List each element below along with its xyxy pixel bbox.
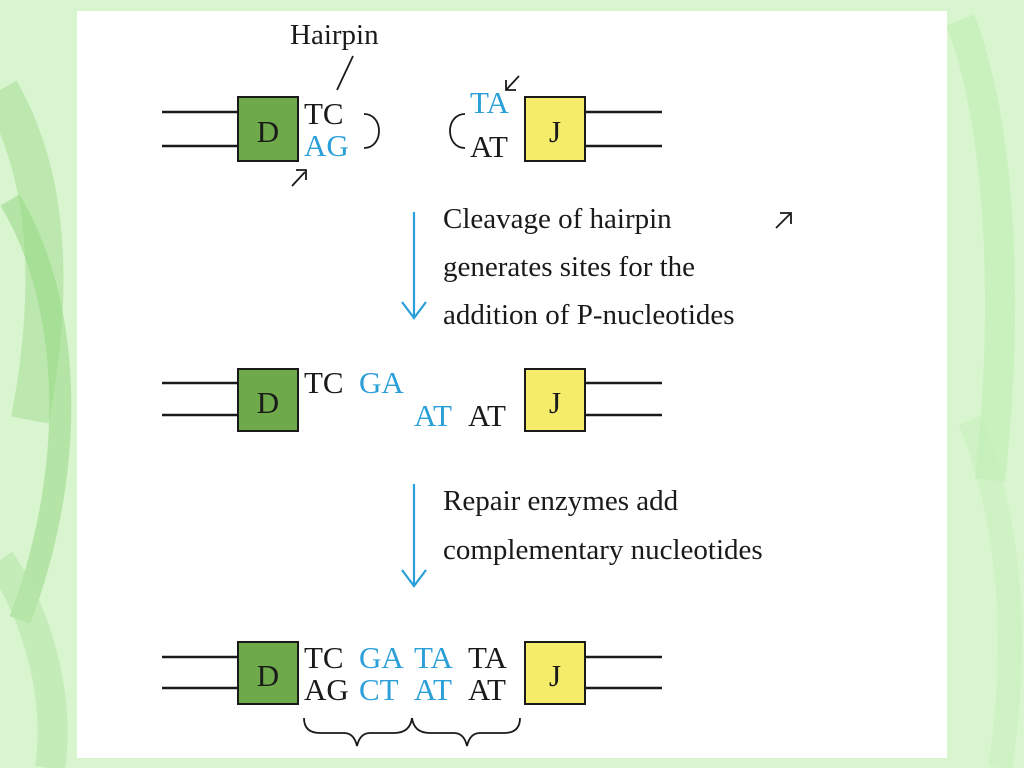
d-segment-label: D xyxy=(257,385,279,420)
step3-top-seq-4: TA xyxy=(468,640,507,675)
step3-bottom-seq-4: AT xyxy=(468,672,506,707)
p-nucleotide-brace-right xyxy=(411,717,521,747)
step2-d-blue-seq: GA xyxy=(359,365,404,400)
cleavage-arrow-icon xyxy=(775,212,792,229)
j-segment-label: J xyxy=(549,114,561,149)
step1-j-bottom-seq: AT xyxy=(470,129,508,164)
hairpin-loop-d xyxy=(363,113,380,149)
step2-j-blue-seq: AT xyxy=(414,398,452,433)
step1-d-top-seq: TC xyxy=(304,96,344,131)
step2-j-black-seq: AT xyxy=(468,398,506,433)
j-segment-box xyxy=(524,368,586,432)
step3-bottom-seq-1: AG xyxy=(304,672,349,707)
j-segment-box xyxy=(524,641,586,705)
step3-bottom-seq-3: AT xyxy=(414,672,452,707)
d-segment-label: D xyxy=(257,658,279,693)
step3-top-seq-1: TC xyxy=(304,640,344,675)
cleavage-arrow-icon xyxy=(291,169,307,187)
hairpin-loop-j xyxy=(449,113,466,149)
j-segment-label: J xyxy=(549,385,561,420)
step1-d-bottom-seq: AG xyxy=(304,128,349,163)
process-arrow-1 xyxy=(401,212,427,320)
d-segment-box xyxy=(237,641,299,705)
caption1-line3: addition of P-nucleotides xyxy=(443,299,735,331)
caption1-line2: generates sites for the xyxy=(443,251,695,283)
step3-top-seq-2: GA xyxy=(359,640,404,675)
step3-top-seq-3: TA xyxy=(414,640,453,675)
d-segment-box xyxy=(237,368,299,432)
diagram-panel xyxy=(77,11,947,758)
cleavage-arrow-icon xyxy=(505,75,520,91)
hairpin-pointer-line xyxy=(336,55,354,91)
step1-j-top-seq: TA xyxy=(470,85,509,120)
caption2-line2: complementary nucleotides xyxy=(443,534,763,566)
j-segment-box xyxy=(524,96,586,162)
caption2-line1: Repair enzymes add xyxy=(443,485,679,517)
d-segment-label: D xyxy=(257,114,279,149)
step2-d-black-seq: TC xyxy=(304,365,344,400)
hairpin-label: Hairpin xyxy=(290,19,379,51)
process-arrow-2 xyxy=(401,484,427,588)
caption1-line1: Cleavage of hairpin xyxy=(443,203,672,235)
step3-bottom-seq-2: CT xyxy=(359,672,399,707)
d-segment-box xyxy=(237,96,299,162)
p-nucleotide-brace-left xyxy=(303,717,413,747)
j-segment-label: J xyxy=(549,658,561,693)
